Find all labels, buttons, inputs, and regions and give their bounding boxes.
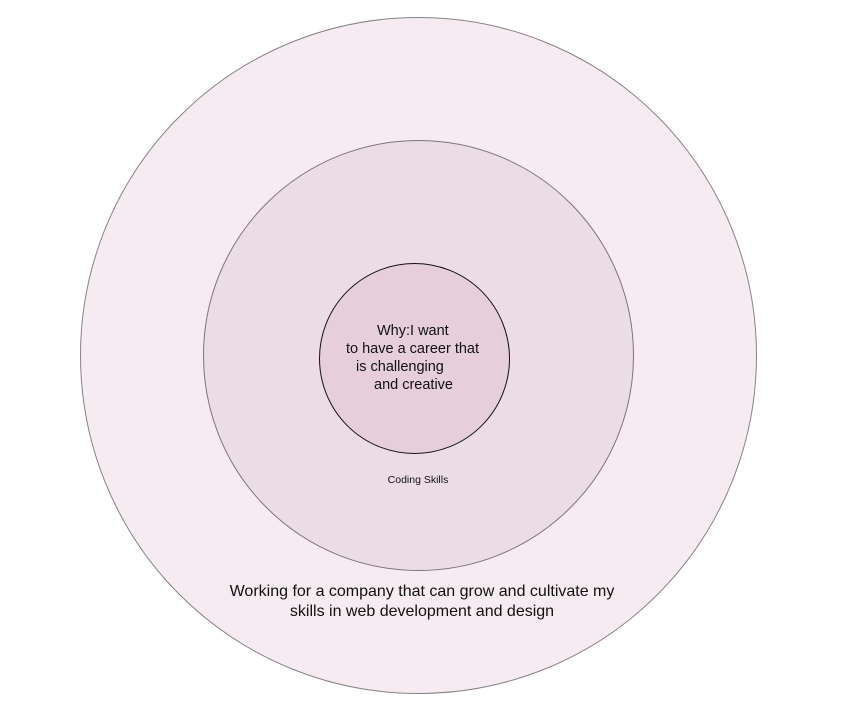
why-label-line: to have a career that	[346, 341, 479, 357]
why-label-line: and creative	[374, 377, 453, 393]
why-label-line: is challenging	[356, 359, 444, 375]
why-label-line: Why:I want	[377, 323, 449, 339]
working-label-line: skills in web development and design	[289, 603, 555, 620]
why-label: Why:I want to have a career that is chal…	[319, 322, 510, 394]
inner-circle	[319, 263, 510, 454]
working-label: Working for a company that can grow and …	[200, 582, 644, 622]
working-label-line: Working for a company that can grow and …	[229, 583, 615, 600]
coding-skills-label: Coding Skills	[387, 474, 449, 486]
